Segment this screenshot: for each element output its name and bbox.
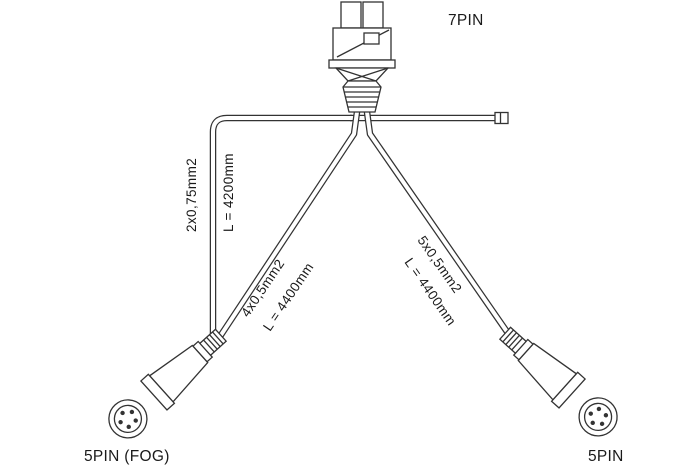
cable-right-horizontal [350, 111, 509, 125]
label-7pin: 7PIN [448, 12, 484, 29]
cable-end-terminal [494, 111, 509, 125]
five-pin-fog-connector [108, 328, 228, 439]
spec-label-left-vertical: 2x0,75mm2 [184, 158, 199, 232]
cable-left-diagonal [214, 111, 361, 343]
cable-left-vertical [209, 114, 352, 338]
plug-flange [328, 59, 396, 69]
plug-collar-left [139, 373, 176, 411]
strain-relief-right [498, 326, 534, 361]
plug-cable-gland [342, 80, 382, 113]
label-5pin-fog: 5PIN (FOG) [84, 448, 170, 465]
plug-top-right-block [362, 1, 384, 29]
seven-pin-plug [328, 1, 396, 113]
connector-face-left [108, 399, 148, 439]
connector-face-right [578, 397, 618, 437]
length-label-left-vertical: L = 4200mm [221, 153, 236, 232]
plug-collar-right [550, 371, 587, 409]
cable-right-diagonal [363, 111, 515, 341]
label-5pin: 5PIN [588, 448, 624, 465]
plug-top-left-block [340, 1, 362, 29]
five-pin-connector [498, 326, 618, 437]
strain-relief-left [192, 328, 228, 363]
